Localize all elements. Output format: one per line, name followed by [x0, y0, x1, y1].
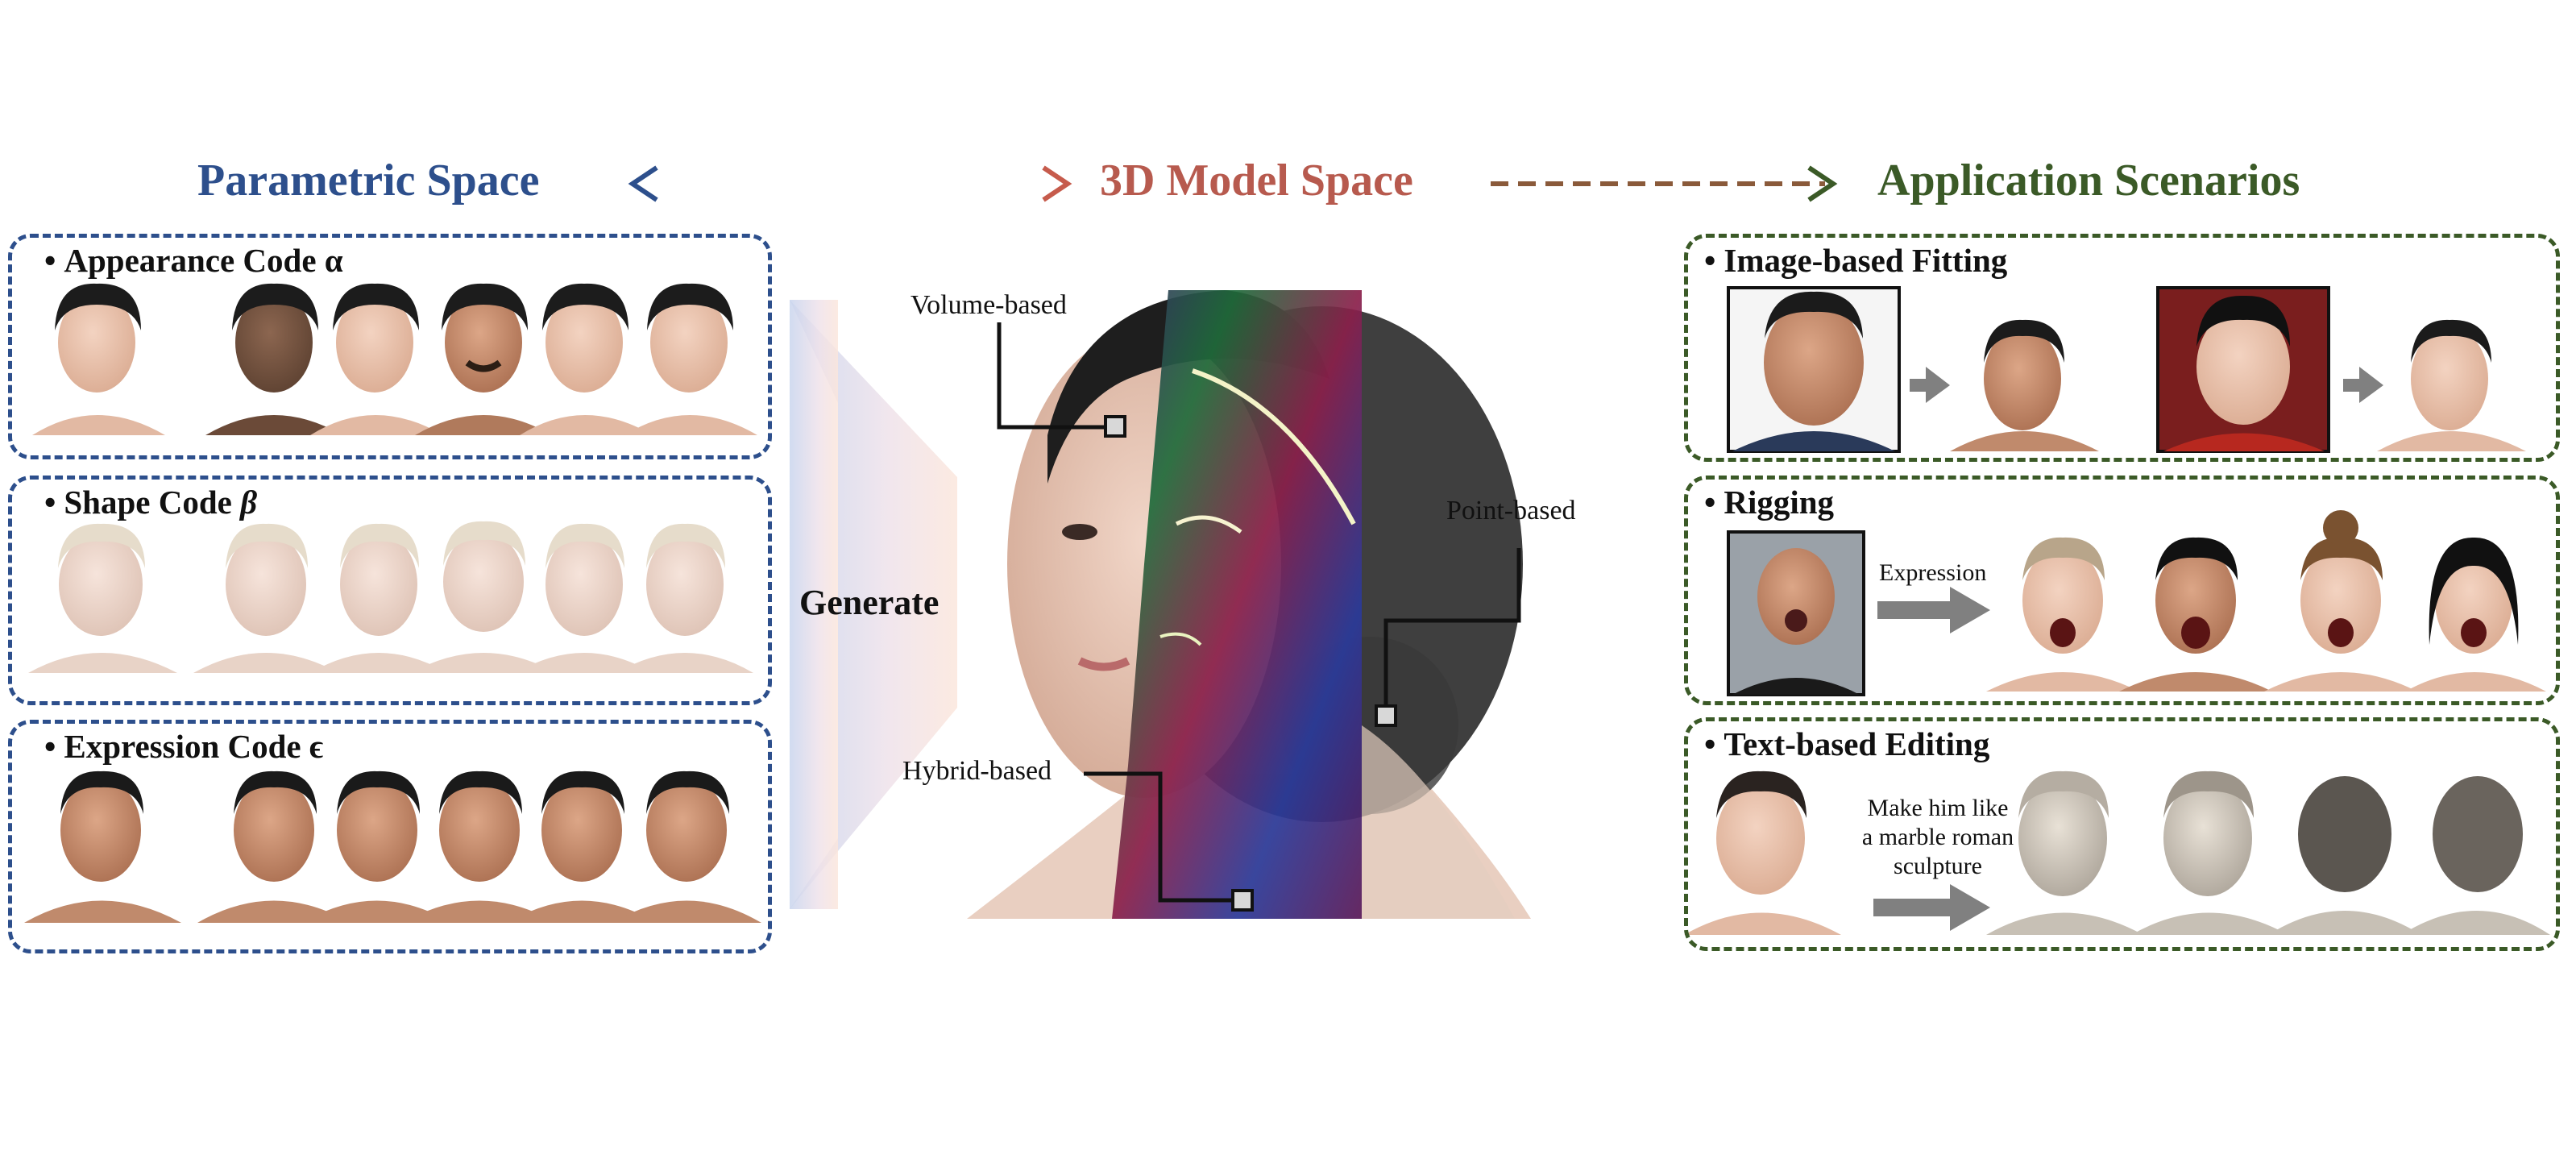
expression-face-6: [612, 770, 761, 923]
panel-appearance: •Appearance Code α: [8, 234, 772, 459]
callout-hybrid: [1084, 771, 1254, 912]
bullet-icon: •: [1704, 725, 1716, 762]
center-head-render: [967, 290, 1531, 919]
callout-point: [1375, 548, 1521, 727]
bullet-icon: •: [44, 242, 56, 279]
label-volume-based: Volume-based: [911, 290, 1067, 320]
fitting-arrow-2: [2343, 367, 2383, 403]
panel-title-appearance: •Appearance Code α: [44, 242, 343, 279]
shape-face-5: [516, 523, 653, 673]
editing-row: [1684, 770, 2550, 935]
rigging-face-4: [2405, 537, 2546, 692]
appearance-face-5: [520, 283, 653, 435]
shape-face-3: [310, 523, 447, 673]
generate-label: Generate: [799, 583, 940, 622]
panel-title-fitting: •Image-based Fitting: [1704, 242, 2008, 279]
appearance-face-4: [415, 283, 552, 435]
panel-rigging: •Rigging: [1684, 476, 2560, 705]
panel-title-expression: •Expression Code ϵ: [44, 728, 324, 765]
neural-edge-1: [1192, 368, 1356, 525]
shape-face-1: [28, 523, 177, 673]
bullet-icon: •: [1704, 484, 1716, 521]
label-point-based: Point-based: [1446, 496, 1576, 525]
expression-face-1: [24, 770, 181, 923]
marble-bust-1: [1986, 770, 2143, 935]
appearance-face-6: [624, 283, 757, 435]
panel-shape: •Shape Code β: [8, 476, 772, 705]
header-3d-model-space: 3D Model Space: [1100, 156, 1413, 206]
editing-source-face: [1684, 770, 1841, 935]
expression-face-3: [302, 770, 451, 923]
bullet-icon: •: [44, 728, 56, 765]
panel-expression: •Expression Code ϵ: [8, 720, 772, 953]
panel-title-rigging: •Rigging: [1704, 484, 1835, 521]
generate-flow-shape: [790, 300, 957, 909]
rigging-row: [1727, 510, 2546, 696]
point-cloud: [1362, 725, 1515, 919]
fitting-row: [1727, 286, 2526, 453]
marble-bust-2: [2131, 770, 2288, 935]
expression-face-5: [508, 770, 657, 923]
header-application-scenarios: Application Scenarios: [1877, 156, 2300, 206]
main-lips: [1077, 657, 1130, 671]
rigging-arrow-label: Expression: [1879, 559, 1987, 586]
panel-title-shape: •Shape Code β: [44, 484, 258, 521]
expression-faces: [24, 770, 761, 923]
editing-arrow: [1873, 884, 1990, 931]
appearance-face-2: [205, 283, 342, 435]
panel-title-text-editing: •Text-based Editing: [1704, 725, 1990, 762]
main-eye: [1062, 524, 1097, 540]
panel-text-editing: •Text-based Editing: [1684, 717, 2560, 951]
shape-faces: [28, 521, 753, 673]
appearance-faces: [32, 283, 757, 435]
rigging-face-3: [2264, 510, 2417, 692]
dashed-arrow-icon: [1491, 165, 1838, 202]
fitting-arrow-1: [1910, 367, 1950, 403]
label-hybrid-based: Hybrid-based: [902, 756, 1052, 786]
callout-volume: [997, 322, 1126, 438]
shape-face-4: [411, 521, 556, 673]
rigging-face-2: [2119, 537, 2272, 692]
rigging-face-1: [1986, 537, 2139, 692]
text-prompt-line-3: sculpture: [1894, 853, 1982, 879]
text-prompt-line-2: a marble roman: [1861, 824, 2014, 850]
appearance-face-3: [310, 283, 443, 435]
header-parametric-space: Parametric Space: [197, 156, 540, 206]
appearance-face-1: [32, 283, 165, 435]
double-arrow-icon: [628, 165, 1072, 202]
neural-edge-3: [1159, 632, 1202, 646]
shape-face-6: [616, 523, 753, 673]
neural-edge-2: [1175, 515, 1242, 534]
bullet-icon: •: [44, 484, 56, 521]
text-prompt-line-1: Make him like: [1867, 795, 2009, 821]
bullet-icon: •: [1704, 242, 1716, 279]
generate-flow-band: [790, 300, 838, 909]
shape-face-2: [193, 523, 338, 673]
marble-bust-3: [2268, 776, 2421, 935]
rigging-arrow: [1877, 587, 1990, 633]
panel-image-fitting: •Image-based Fitting: [1684, 234, 2560, 462]
marble-bust-4: [2401, 776, 2550, 935]
text-prompt: Make him like a marble roman sculpture: [1845, 794, 2031, 881]
